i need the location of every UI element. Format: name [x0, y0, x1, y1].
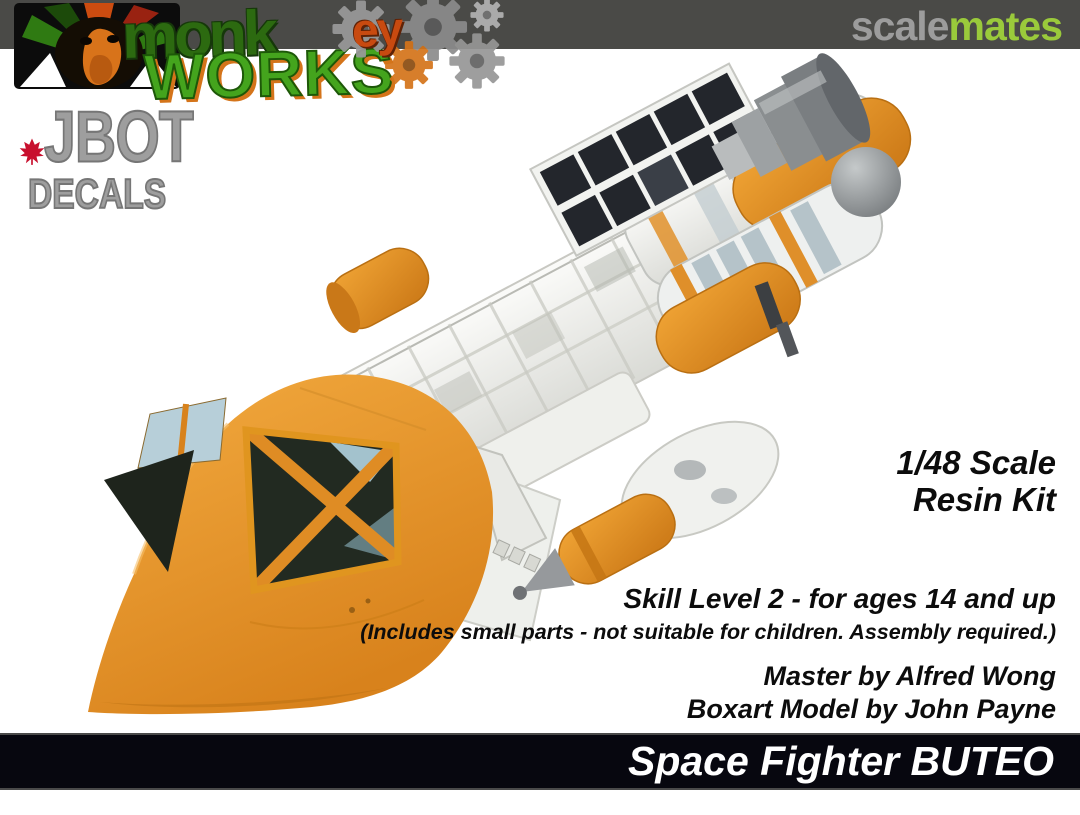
landing-skid	[468, 443, 548, 573]
warning-line: (Includes small parts - not suitable for…	[360, 620, 1056, 644]
fuel-tank-upper-left	[326, 247, 430, 334]
skill-level-line: Skill Level 2 - for ages 14 and up	[623, 583, 1056, 614]
jbot-logo-subtitle: DECALS	[27, 169, 167, 218]
ship-spine	[248, 171, 798, 562]
solar-panels	[528, 62, 777, 258]
monkey-face-icon	[20, 3, 176, 89]
kit-type-line: Resin Kit	[912, 481, 1056, 518]
rear-upper-module	[624, 93, 896, 287]
monkey-works-logo: monk WORKS	[14, 0, 505, 114]
window-left-dark	[104, 450, 194, 572]
scalemates-gray-part: scale	[850, 3, 950, 49]
canopy-window	[242, 426, 402, 595]
gear-icon	[332, 0, 505, 89]
title-bar: Space Fighter BUTEO	[0, 733, 1080, 790]
credit-boxart: Boxart Model by John Payne	[686, 694, 1056, 724]
antenna-details	[754, 281, 799, 358]
engine-bell-main	[711, 53, 871, 180]
engine-sphere	[831, 147, 901, 217]
credit-master: Master by Alfred Wong	[763, 661, 1056, 691]
scale-info: 1/48 Scale Resin Kit	[896, 444, 1056, 518]
skill-info: Skill Level 2 - for ages 14 and up (Incl…	[360, 584, 1056, 645]
monkey-works-logo-box	[14, 3, 180, 89]
monkey-works-word1-accent: ey	[351, 3, 403, 58]
rear-lower-nacelle	[656, 182, 884, 342]
maple-leaf-icon	[19, 138, 45, 165]
jbot-logo-name: JBOT	[43, 96, 195, 179]
scalemates-watermark: scalemates	[850, 0, 1063, 49]
fuel-tank-rear-bottom	[655, 262, 801, 374]
jbot-decals-logo: JBOT DECALS	[18, 96, 195, 220]
scalemates-green-part: mates	[948, 3, 1063, 49]
scale-line: 1/48 Scale	[896, 444, 1056, 481]
window-pane-left-teal	[137, 397, 227, 469]
fuel-tank-rear-top	[732, 97, 912, 231]
weapons-pod	[620, 420, 780, 540]
cockpit-pod	[88, 374, 494, 715]
product-title: Space Fighter BUTEO	[627, 738, 1054, 784]
credits: Master by Alfred Wong Boxart Model by Jo…	[687, 660, 1056, 726]
top-bar: scalemates	[0, 0, 1080, 49]
